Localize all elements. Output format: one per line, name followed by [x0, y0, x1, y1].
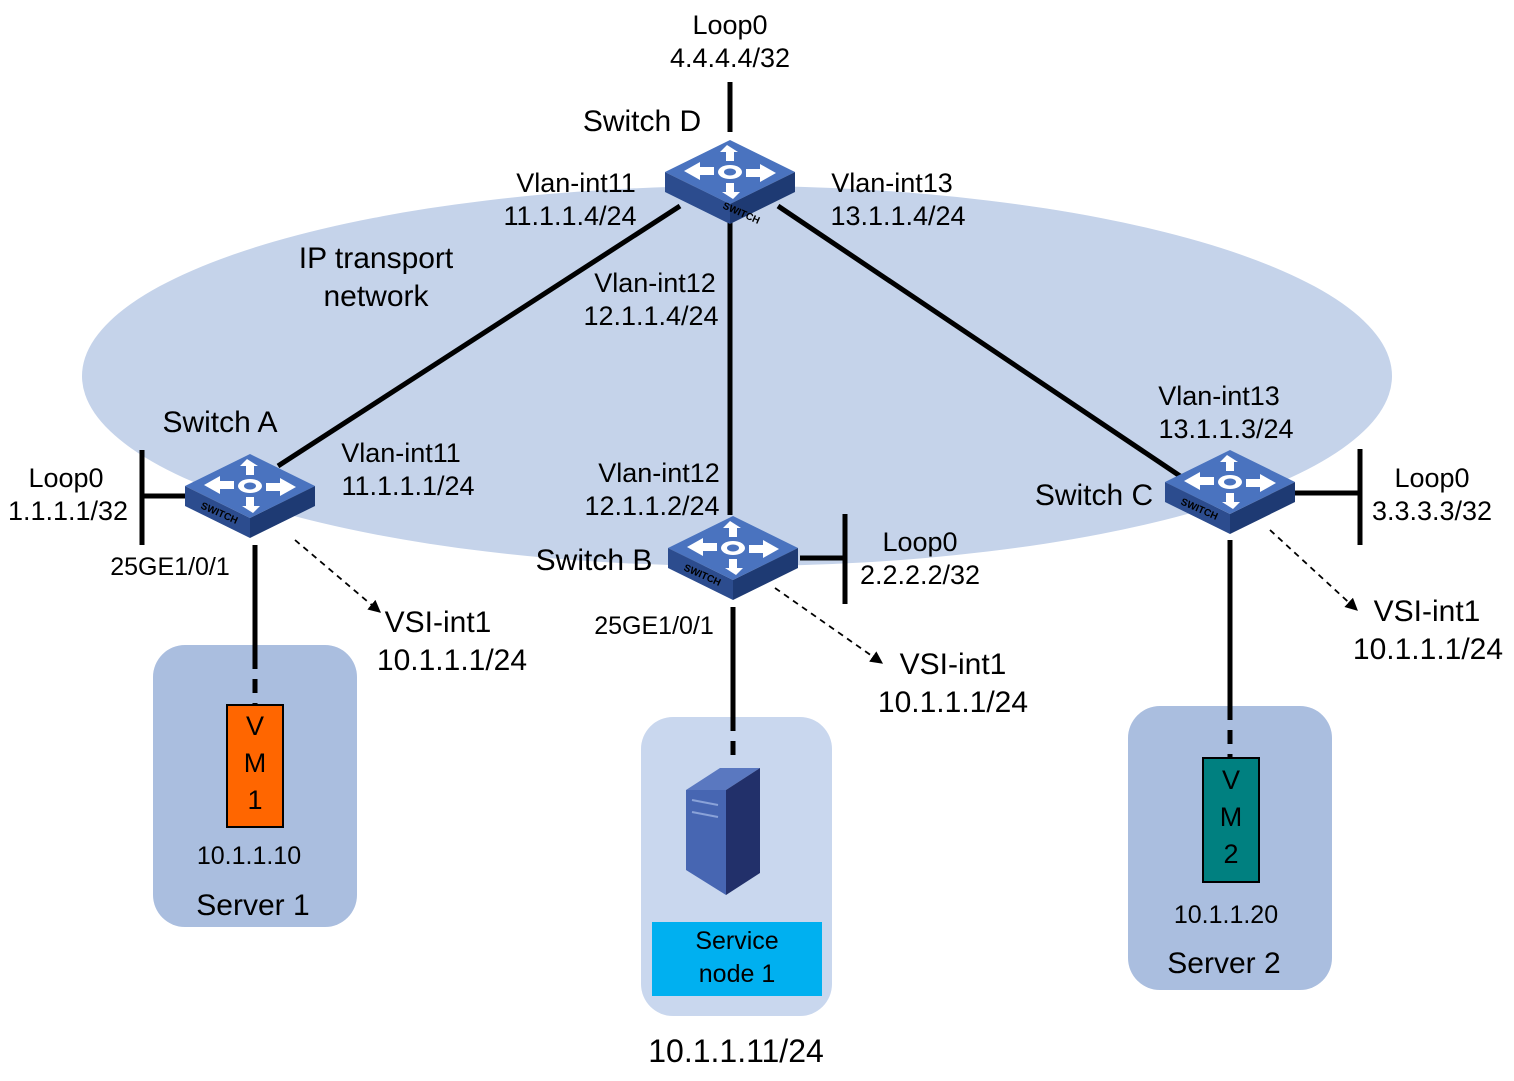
- link-d-c: [776, 203, 1185, 481]
- switch-c-vsi-name: VSI-int1: [1374, 595, 1481, 628]
- vsi-arrow-c: [1269, 529, 1358, 611]
- switch-d-if11-ip: 11.1.1.4/24: [503, 201, 636, 231]
- vm2-letter-3: 2: [1223, 839, 1238, 869]
- transport-network-area: [82, 186, 1392, 566]
- switch-a-loop-name: Loop0: [28, 463, 103, 493]
- switch-c-name: Switch C: [1035, 479, 1153, 512]
- switch-d-loop-name: Loop0: [692, 10, 767, 40]
- vm1-box[interactable]: [226, 704, 284, 828]
- switch-c-if-name: Vlan-int13: [1158, 381, 1280, 411]
- switch-b-vsi-name: VSI-int1: [900, 648, 1007, 681]
- switch-d-if13-name: Vlan-int13: [831, 168, 953, 198]
- vm2-ip: 10.1.1.20: [1174, 901, 1278, 929]
- switch-d-loop-ip: 4.4.4.4/32: [670, 43, 790, 73]
- vm1-ip: 10.1.1.10: [197, 842, 301, 870]
- switch-a-if-name: Vlan-int11: [341, 438, 461, 468]
- switch-b-name: Switch B: [536, 544, 653, 577]
- switch-c-loop-ip: 3.3.3.3/32: [1372, 496, 1492, 526]
- switch-c-vsi-ip: 10.1.1.1/24: [1353, 633, 1503, 666]
- switch-b-if-name: Vlan-int12: [598, 458, 720, 488]
- link-d-a: [276, 203, 682, 469]
- switch-b-vsi-ip: 10.1.1.1/24: [878, 686, 1028, 719]
- switch-d-name: Switch D: [583, 105, 701, 138]
- service-node-ip: 10.1.1.11/24: [648, 1033, 824, 1069]
- vm1-letter-2: M: [244, 748, 267, 778]
- switch-a-port: 25GE1/0/1: [110, 553, 230, 581]
- server1-name: Server 1: [196, 889, 309, 922]
- server2-name: Server 2: [1167, 947, 1280, 980]
- switch-b-loop-name: Loop0: [882, 527, 957, 557]
- switch-b-loop-ip: 2.2.2.2/32: [860, 560, 980, 590]
- switch-d-if12-ip: 12.1.1.4/24: [583, 301, 718, 331]
- vm2-letter-2: M: [1220, 802, 1243, 832]
- network-label-line1: IP transport: [299, 242, 454, 275]
- switch-a-vsi-ip: 10.1.1.1/24: [377, 644, 527, 677]
- network-label-line2: network: [323, 280, 429, 313]
- switch-d-if12-name: Vlan-int12: [594, 268, 716, 298]
- vsi-arrows: [294, 529, 1358, 664]
- links: [139, 82, 1363, 717]
- vm1-letter-3: 1: [247, 785, 262, 815]
- switch-c-loop-name: Loop0: [1394, 463, 1469, 493]
- switch-b-port: 25GE1/0/1: [594, 612, 714, 640]
- switch-d-if11-name: Vlan-int11: [516, 168, 636, 198]
- vsi-arrow-b: [774, 587, 884, 664]
- vm2-box[interactable]: [1202, 757, 1260, 883]
- service-node-label-line2: node 1: [699, 960, 775, 988]
- server-attach-dashes: [252, 655, 1233, 760]
- switch-a-loop-ip: 1.1.1.1/32: [8, 496, 128, 526]
- vsi-arrow-a: [294, 539, 381, 613]
- switch-d-if13-ip: 13.1.1.4/24: [830, 201, 965, 231]
- switch-c-if-ip: 13.1.1.3/24: [1158, 414, 1293, 444]
- vm2-letter-1: V: [1222, 765, 1240, 795]
- switch-a-vsi-name: VSI-int1: [385, 606, 492, 639]
- switch-a-name: Switch A: [162, 406, 277, 439]
- vm1-letter-1: V: [246, 711, 264, 741]
- switch-a-if-ip: 11.1.1.1/24: [341, 471, 474, 501]
- service-node-label-line1: Service: [695, 927, 778, 955]
- server-tower-icon: [686, 768, 760, 895]
- switch-b-if-ip: 12.1.1.2/24: [584, 491, 719, 521]
- service-node-label-box: [652, 922, 822, 996]
